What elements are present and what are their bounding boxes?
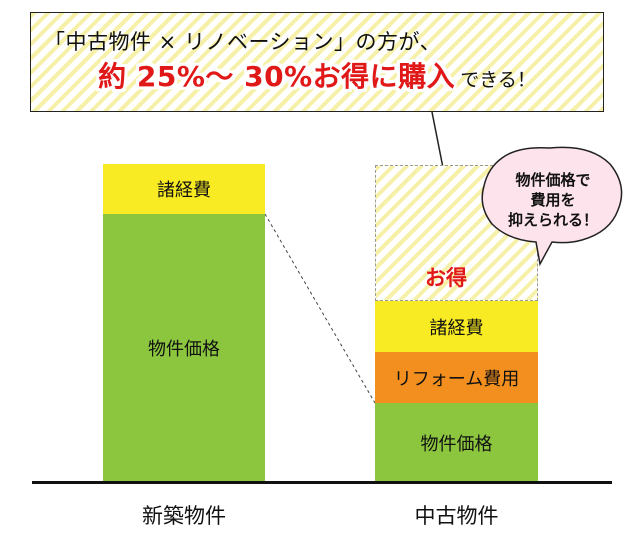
speech-bubble bbox=[481, 146, 623, 267]
bubble-line: 抑えられる！ bbox=[507, 211, 598, 229]
segment-label: 諸経費 bbox=[157, 180, 211, 201]
bubble-text: 物件価格で 費用を 抑えられる！ bbox=[490, 170, 616, 230]
new-property-label: 新築物件 bbox=[142, 504, 226, 528]
segment-label: 諸経費 bbox=[429, 317, 484, 339]
headline-callout bbox=[30, 12, 604, 112]
used-property-expense-segment: 諸経費 bbox=[375, 301, 538, 352]
segment-label: 物件価格 bbox=[148, 339, 220, 360]
bubble-line: 費用を bbox=[530, 191, 576, 209]
headline-tail: できる！ bbox=[460, 69, 536, 91]
segment-label: 物件価格 bbox=[420, 433, 493, 455]
new-property-expense-segment: 諸経費 bbox=[103, 164, 265, 214]
new-property-price-segment: 物件価格 bbox=[103, 214, 265, 482]
bubble-line: 物件価格で bbox=[515, 171, 591, 189]
headline-highlight: 約 25%～ 30%お得に購入 bbox=[98, 60, 456, 93]
headline-line2: 約 25%～ 30%お得に購入 できる！ bbox=[44, 55, 590, 95]
used-property-price-segment: 物件価格 bbox=[375, 403, 538, 482]
savings-label: お得 bbox=[425, 266, 467, 290]
comparison-dashed-line bbox=[264, 213, 376, 404]
headline-line1: 「中古物件 × リノベーション」の方が、 bbox=[44, 30, 442, 54]
segment-label: リフォーム費用 bbox=[393, 368, 520, 390]
baseline bbox=[32, 481, 612, 484]
used-property-label: 中古物件 bbox=[414, 504, 499, 528]
used-property-renovation-segment: リフォーム費用 bbox=[375, 352, 538, 403]
